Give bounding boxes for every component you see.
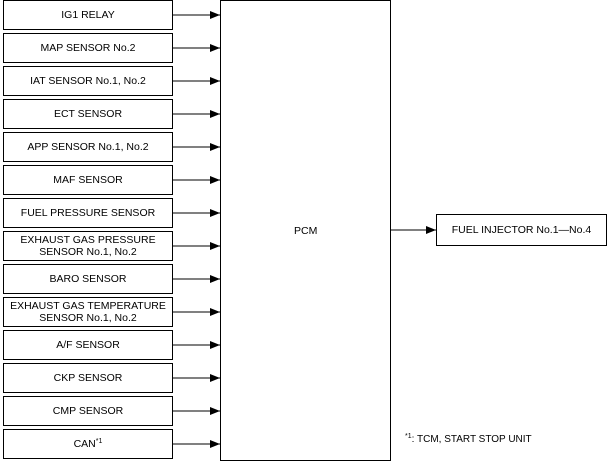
input-label: FUEL PRESSURE SENSOR <box>20 207 156 219</box>
footnote: *1: TCM, START STOP UNIT <box>405 433 532 445</box>
input-label: MAP SENSOR No.2 <box>40 42 136 54</box>
input-label: CKP SENSOR <box>53 372 123 384</box>
input-box: APP SENSOR No.1, No.2 <box>3 132 173 162</box>
input-box: CAN*1 <box>3 429 173 459</box>
input-label: CMP SENSOR <box>52 405 124 417</box>
footnote-text: : TCM, START STOP UNIT <box>411 434 532 445</box>
input-label: MAF SENSOR <box>53 174 123 186</box>
input-label: EXHAUST GAS PRESSURE <box>20 234 156 246</box>
input-label: IG1 RELAY <box>61 9 115 21</box>
pcm-box <box>220 0 391 461</box>
input-box: BARO SENSOR <box>3 264 173 294</box>
input-box: FUEL PRESSURE SENSOR <box>3 198 173 228</box>
fuel-injector-label: FUEL INJECTOR No.1—No.4 <box>451 224 592 236</box>
input-label-group: CAN*1 <box>74 438 103 450</box>
input-label: BARO SENSOR <box>49 273 127 285</box>
input-label: A/F SENSOR <box>56 339 120 351</box>
input-label: SENSOR No.1, No.2 <box>39 312 137 324</box>
fuel-injector-box: FUEL INJECTOR No.1—No.4 <box>436 214 607 246</box>
input-box: CKP SENSOR <box>3 363 173 393</box>
footnote-mark: *1 <box>405 433 412 440</box>
input-label: SENSOR No.1, No.2 <box>39 246 137 258</box>
input-box: IG1 RELAY <box>3 0 173 30</box>
input-label: CAN <box>73 438 96 450</box>
input-box: MAP SENSOR No.2 <box>3 33 173 63</box>
input-box: MAF SENSOR <box>3 165 173 195</box>
input-label: APP SENSOR No.1, No.2 <box>27 141 149 153</box>
input-box: CMP SENSOR <box>3 396 173 426</box>
input-box: ECT SENSOR <box>3 99 173 129</box>
pcm-label: PCM <box>294 225 318 237</box>
input-label: EXHAUST GAS TEMPERATURE <box>10 300 166 312</box>
input-label: ECT SENSOR <box>53 108 123 120</box>
input-label: IAT SENSOR No.1, No.2 <box>30 75 146 87</box>
footnote-ref: *1 <box>95 438 103 445</box>
input-box: A/F SENSOR <box>3 330 173 360</box>
input-box: IAT SENSOR No.1, No.2 <box>3 66 173 96</box>
